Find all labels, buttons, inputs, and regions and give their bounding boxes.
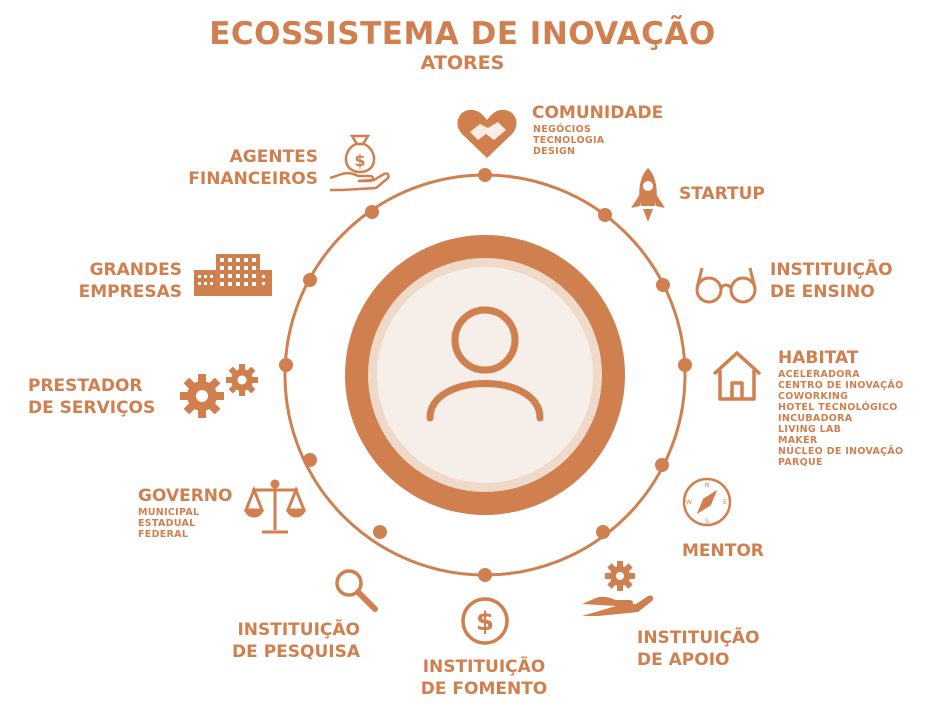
svg-text:$: $ — [476, 607, 494, 637]
building-icon — [194, 254, 272, 296]
center-inner-disc — [377, 267, 593, 483]
label-line: DE ENSINO — [770, 282, 875, 302]
habitat-item: MAKER — [778, 435, 818, 446]
label-line: DE PESQUISA — [232, 642, 360, 662]
label-prestador-servicos: PRESTADOR DE SERVIÇOS — [28, 375, 155, 419]
label-line: FINANCEIROS — [188, 169, 318, 189]
house-icon — [712, 351, 762, 401]
label-instituicao-fomento: INSTITUIÇÃO DE FOMENTO — [418, 656, 550, 700]
habitat-item: HOTEL TECNOLÓGICO — [778, 402, 898, 413]
scales-icon — [243, 479, 307, 534]
money-bag-hand-icon: $ — [329, 134, 390, 192]
rocket-icon — [631, 168, 665, 222]
orbit-dot — [303, 273, 317, 287]
dollar-coin-icon: $ — [461, 597, 509, 645]
habitat-item: COWORKING — [778, 391, 849, 402]
comunidade-items: NEGÓCIOS TECNOLOGIA DESIGN — [533, 124, 604, 157]
comunidade-item: NEGÓCIOS — [533, 124, 592, 135]
habitat-item: PARQUE — [778, 457, 823, 468]
orbit-dot — [656, 278, 670, 292]
orbit-dot — [596, 525, 610, 539]
svg-text:N: N — [705, 482, 710, 489]
label-agentes-financeiros: AGENTES FINANCEIROS — [180, 146, 318, 190]
label-line: DE APOIO — [637, 650, 730, 670]
orbit-dot — [655, 458, 669, 472]
label-line: AGENTES — [229, 147, 318, 167]
svg-text:E: E — [723, 499, 727, 506]
habitat-item: CENTRO DE INOVAÇÃO — [778, 380, 904, 391]
habitat-item: LIVING LAB — [778, 424, 842, 435]
user-icon — [426, 306, 544, 422]
comunidade-item: DESIGN — [533, 146, 576, 157]
label-instituicao-ensino: INSTITUIÇÃO DE ENSINO — [770, 259, 893, 303]
label-startup: STARTUP — [679, 184, 765, 204]
orbit-dot — [478, 568, 492, 582]
orbit-dot — [598, 208, 612, 222]
label-line: PRESTADOR — [28, 376, 143, 396]
orbit-dot — [303, 453, 317, 467]
svg-text:W: W — [686, 499, 692, 506]
gears-icon — [180, 364, 258, 418]
page-title: ECOSSISTEMA DE INOVAÇÃO — [209, 16, 716, 52]
orbit-dots — [279, 168, 692, 582]
governo-items: MUNICIPAL ESTADUAL FEDERAL — [138, 507, 199, 540]
heart-handshake-icon — [457, 109, 517, 158]
label-line: INSTITUIÇÃO — [422, 657, 546, 677]
orbit-dot — [478, 168, 492, 182]
hand-gear-icon — [582, 561, 654, 616]
habitat-item: INCUBADORA — [778, 413, 853, 424]
svg-text:$: $ — [354, 151, 365, 170]
comunidade-item: TECNOLOGIA — [533, 135, 605, 146]
svg-text:S: S — [705, 518, 709, 525]
label-instituicao-apoio: INSTITUIÇÃO DE APOIO — [637, 627, 760, 671]
label-line: INSTITUIÇÃO — [770, 260, 893, 280]
orbit-dot — [373, 525, 387, 539]
compass-icon: N S W E — [682, 477, 732, 527]
label-governo: GOVERNO — [138, 486, 233, 506]
orbit-dot — [678, 358, 692, 372]
habitat-item: ACELERADORA — [778, 369, 860, 380]
orbit-dot — [279, 358, 293, 372]
glasses-icon — [695, 267, 757, 304]
label-habitat: HABITAT — [778, 348, 859, 368]
label-comunidade: COMUNIDADE — [532, 103, 664, 123]
label-line: EMPRESAS — [78, 282, 182, 302]
label-instituicao-pesquisa: INSTITUIÇÃO DE PESQUISA — [228, 619, 360, 663]
governo-item: MUNICIPAL — [138, 507, 200, 518]
habitat-items: ACELERADORA CENTRO DE INOVAÇÃO COWORKING… — [778, 369, 903, 468]
label-line: DE SERVIÇOS — [28, 398, 156, 418]
page-subtitle: ATORES — [420, 52, 505, 74]
governo-item: ESTADUAL — [138, 518, 196, 529]
orbit-dot — [365, 205, 379, 219]
label-line: DE FOMENTO — [420, 679, 548, 699]
label-grandes-empresas: GRANDES EMPRESAS — [40, 259, 182, 303]
habitat-item: NÚCLEO DE INOVAÇÃO — [778, 446, 904, 457]
label-mentor: MENTOR — [682, 541, 764, 561]
label-line: GRANDES — [89, 260, 182, 280]
label-line: INSTITUIÇÃO — [237, 620, 360, 640]
label-line: INSTITUIÇÃO — [637, 628, 760, 648]
magnifier-icon — [335, 569, 378, 612]
governo-item: FEDERAL — [138, 529, 189, 540]
